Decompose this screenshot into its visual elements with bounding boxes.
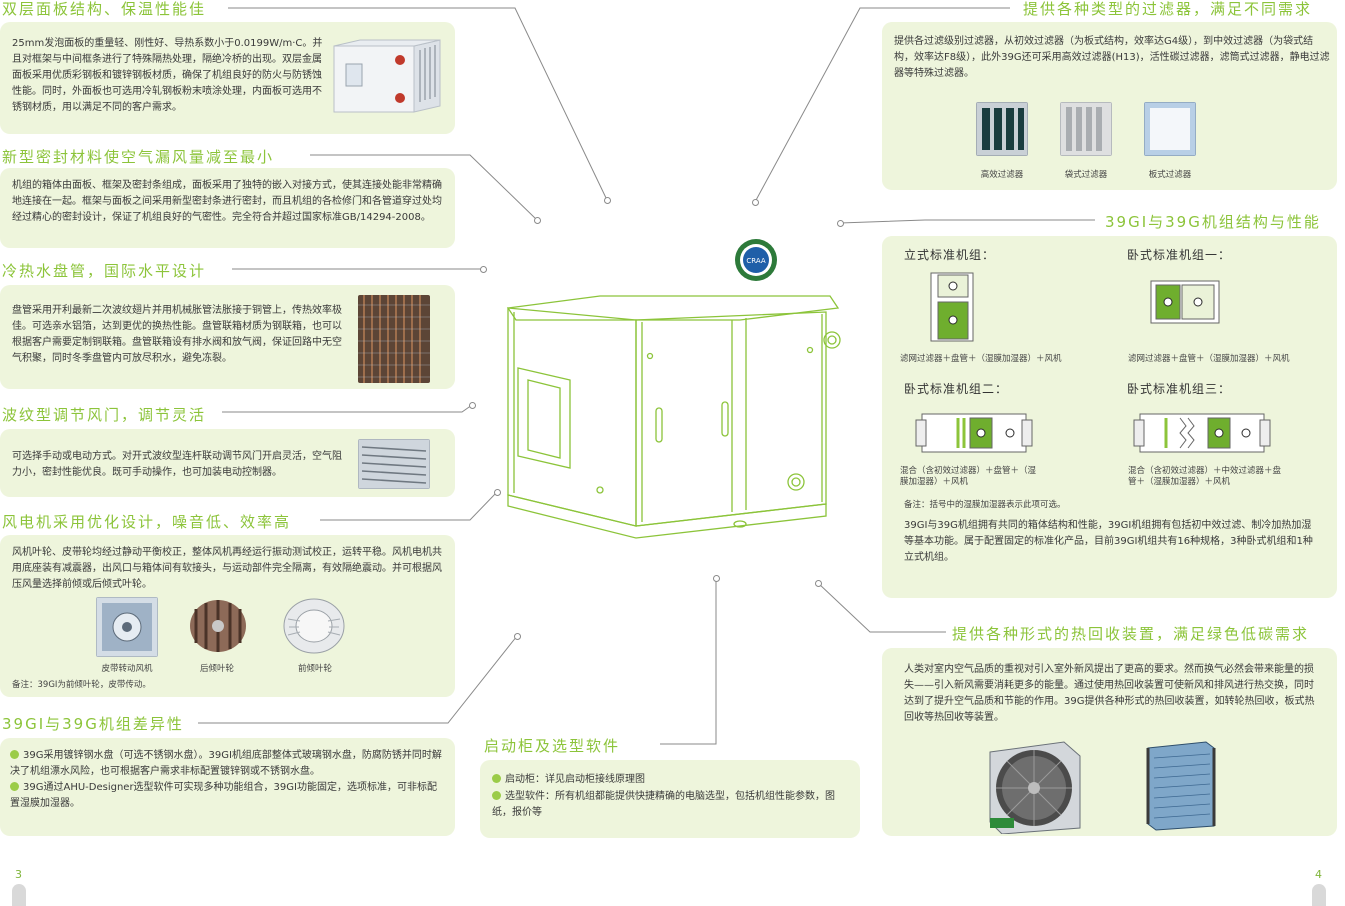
center-item: 启动柜：详见启动柜接线原理图 bbox=[492, 772, 852, 788]
bag-filter-image bbox=[1060, 102, 1112, 156]
unit-vertical-name: 立式标准机组： bbox=[904, 248, 996, 262]
horizontal-unit-3-diagram bbox=[1133, 413, 1271, 453]
belt-fan-image bbox=[96, 597, 158, 657]
forward-impeller-image bbox=[283, 598, 345, 654]
vertical-unit-diagram bbox=[930, 272, 974, 342]
connector-dot bbox=[604, 197, 611, 204]
unit-vertical-desc: 滤网过滤器＋盘管＋（湿膜加湿器）＋风机 bbox=[900, 354, 1062, 364]
diff-title: 39GI与39G机组差异性 bbox=[2, 715, 184, 733]
unit-horizontal-3-desc: 混合（含初效过滤器）＋中效过滤器＋盘管＋（湿膜加湿器）＋风机 bbox=[1128, 466, 1282, 487]
filter-title: 提供各种类型的过滤器，满足不同需求 bbox=[1023, 0, 1313, 18]
coil-text: 盘管采用开利最新二次波纹翅片并用机械胀管法胀接于铜管上，传热效率极佳。可选亲水铝… bbox=[12, 305, 342, 364]
connector-dot bbox=[837, 220, 844, 227]
page-tab-right bbox=[1312, 884, 1326, 906]
panel-box: 25mm发泡面板的重量轻、刚性好、导热系数小于0.0199W/m·C。并且对框架… bbox=[0, 22, 455, 134]
coil-title: 冷热水盘管，国际水平设计 bbox=[2, 262, 207, 280]
bullet-icon bbox=[492, 791, 501, 800]
structure-note: 备注：括号中的湿膜加湿器表示此项可选。 bbox=[904, 500, 1066, 510]
coil-box: 盘管采用开利最新二次波纹翅片并用机械胀管法胀接于铜管上，传热效率极佳。可选亲水铝… bbox=[0, 285, 455, 389]
connector-dot bbox=[534, 217, 541, 224]
damper-text: 可选择手动或电动方式。对开式波纹型连杆联动调节风门开启灵活，空气阻力小，密封性能… bbox=[12, 451, 342, 478]
unit-horizontal-2-desc: 混合（含初效过滤器）＋盘管＋（湿膜加湿器）＋风机 bbox=[900, 466, 1037, 487]
damper-box: 可选择手动或电动方式。对开式波纹型连杆联动调节风门开启灵活，空气阻力小，密封性能… bbox=[0, 429, 455, 497]
diff-item: 39G通过AHU-Designer选型软件可实现多种功能组合，39GI功能固定，… bbox=[10, 780, 446, 812]
structure-title: 39GI与39G机组结构与性能 bbox=[1105, 213, 1321, 231]
diff-item: 39G采用镀锌钢水盘（可选不锈钢水盘）。39GI机组底部整体式玻璃钢水盘，防腐防… bbox=[10, 748, 446, 780]
bullet-icon bbox=[10, 750, 19, 759]
seal-title: 新型密封材料使空气漏风量减至最小 bbox=[2, 148, 275, 166]
horizontal-unit-1-diagram bbox=[1150, 280, 1220, 324]
diff-item-text: 39G通过AHU-Designer选型软件可实现多种功能组合，39GI功能固定，… bbox=[10, 782, 437, 809]
panel-title: 双层面板结构、保温性能佳 bbox=[2, 0, 207, 18]
center-title: 启动柜及选型软件 bbox=[484, 737, 621, 755]
damper-image bbox=[358, 439, 430, 489]
recovery-text: 人类对室内空气品质的重视对引入室外新风提出了更高的要求。然而换气必然会带来能量的… bbox=[904, 664, 1315, 723]
plate-heat-exchanger-image bbox=[1146, 741, 1216, 831]
page-tab-left bbox=[12, 884, 26, 906]
filter-text: 提供各过滤级别过滤器，从初效过滤器（为板式结构，效率达G4级），到中效过滤器（为… bbox=[894, 36, 1330, 79]
panel-unit-image bbox=[333, 39, 441, 113]
unit-horizontal-3-name: 卧式标准机组三： bbox=[1127, 382, 1232, 396]
panel-text: 25mm发泡面板的重量轻、刚性好、导热系数小于0.0199W/m·C。并且对框架… bbox=[12, 38, 323, 113]
hepa-filter-image bbox=[976, 102, 1028, 156]
center-box: 启动柜：详见启动柜接线原理图 选型软件：所有机组都能提供快捷精确的电脑选型，包括… bbox=[480, 760, 860, 838]
fan-box: 风机叶轮、皮带轮均经过静动平衡校正，整体风机再经运行振动测试校正，运转平稳。风机… bbox=[0, 535, 455, 697]
bag-filter-caption: 袋式过滤器 bbox=[1064, 170, 1108, 180]
panel-filter-caption: 板式过滤器 bbox=[1148, 170, 1192, 180]
unit-horizontal-1-name: 卧式标准机组一： bbox=[1127, 248, 1232, 262]
recovery-box: 人类对室内空气品质的重视对引入室外新风提出了更高的要求。然而换气必然会带来能量的… bbox=[882, 648, 1337, 836]
horizontal-unit-2-diagram bbox=[915, 413, 1033, 453]
panel-filter-image bbox=[1144, 102, 1196, 156]
center-item-text: 选型软件：所有机组都能提供快捷精确的电脑选型，包括机组性能参数，图纸，报价等 bbox=[492, 791, 835, 818]
backward-impeller-image bbox=[190, 600, 246, 652]
unit-horizontal-2-name: 卧式标准机组二： bbox=[904, 382, 1009, 396]
recovery-title: 提供各种形式的热回收装置，满足绿色低碳需求 bbox=[952, 625, 1310, 643]
logo-text: CRAA bbox=[746, 257, 765, 265]
rotary-heat-wheel-image bbox=[989, 741, 1081, 834]
connector-dot bbox=[494, 489, 501, 496]
connector-dot bbox=[480, 266, 487, 273]
diff-box: 39G采用镀锌钢水盘（可选不锈钢水盘）。39GI机组底部整体式玻璃钢水盘，防腐防… bbox=[0, 738, 455, 836]
hepa-filter-caption: 高效过滤器 bbox=[980, 170, 1024, 180]
seal-box: 机组的箱体由面板、框架及密封条组成，面板采用了独特的嵌入对接方式，使其连接处能非… bbox=[0, 168, 455, 248]
bullet-icon bbox=[492, 774, 501, 783]
center-item-text: 启动柜：详见启动柜接线原理图 bbox=[505, 774, 645, 785]
connector-dot bbox=[469, 402, 476, 409]
filter-box: 提供各过滤级别过滤器，从初效过滤器（为板式结构，效率达G4级），到中效过滤器（为… bbox=[882, 22, 1337, 190]
forward-impeller-caption: 前倾叶轮 bbox=[297, 664, 332, 674]
connector-dot bbox=[713, 575, 720, 582]
page-number-right: 4 bbox=[1315, 868, 1322, 881]
backward-impeller-caption: 后倾叶轮 bbox=[199, 664, 234, 674]
structure-box: 立式标准机组： 卧式标准机组一： 卧式标准机组二： 卧式标准机组三： 滤 bbox=[882, 236, 1337, 598]
connector-dot bbox=[514, 633, 521, 640]
coil-image bbox=[358, 295, 430, 383]
belt-fan-caption: 皮带转动风机 bbox=[101, 664, 153, 674]
unit-horizontal-1-desc: 滤网过滤器＋盘管＋（湿膜加湿器）＋风机 bbox=[1128, 354, 1290, 364]
page-number-left: 3 bbox=[15, 868, 22, 881]
seal-text: 机组的箱体由面板、框架及密封条组成，面板采用了独特的嵌入对接方式，使其连接处能非… bbox=[12, 180, 442, 223]
fan-note: 备注：39GI为前倾叶轮，皮带传动。 bbox=[12, 680, 151, 690]
connector-dot bbox=[752, 199, 759, 206]
damper-title: 波纹型调节风门，调节灵活 bbox=[2, 406, 207, 424]
fan-text: 风机叶轮、皮带轮均经过静动平衡校正，整体风机再经运行振动测试校正，运转平稳。风机… bbox=[12, 547, 442, 590]
air-handling-unit-drawing bbox=[506, 295, 841, 539]
certification-logo-icon: CRAA bbox=[735, 239, 777, 281]
fan-title: 风电机采用优化设计，噪音低、效率高 bbox=[2, 513, 292, 531]
structure-text: 39GI与39G机组拥有共同的箱体结构和性能，39GI机组拥有包括初中效过滤、制… bbox=[904, 520, 1313, 563]
diff-item-text: 39G采用镀锌钢水盘（可选不锈钢水盘）。39GI机组底部整体式玻璃钢水盘，防腐防… bbox=[10, 750, 442, 777]
center-item: 选型软件：所有机组都能提供快捷精确的电脑选型，包括机组性能参数，图纸，报价等 bbox=[492, 789, 852, 821]
bullet-icon bbox=[10, 782, 19, 791]
connector-dot bbox=[815, 580, 822, 587]
